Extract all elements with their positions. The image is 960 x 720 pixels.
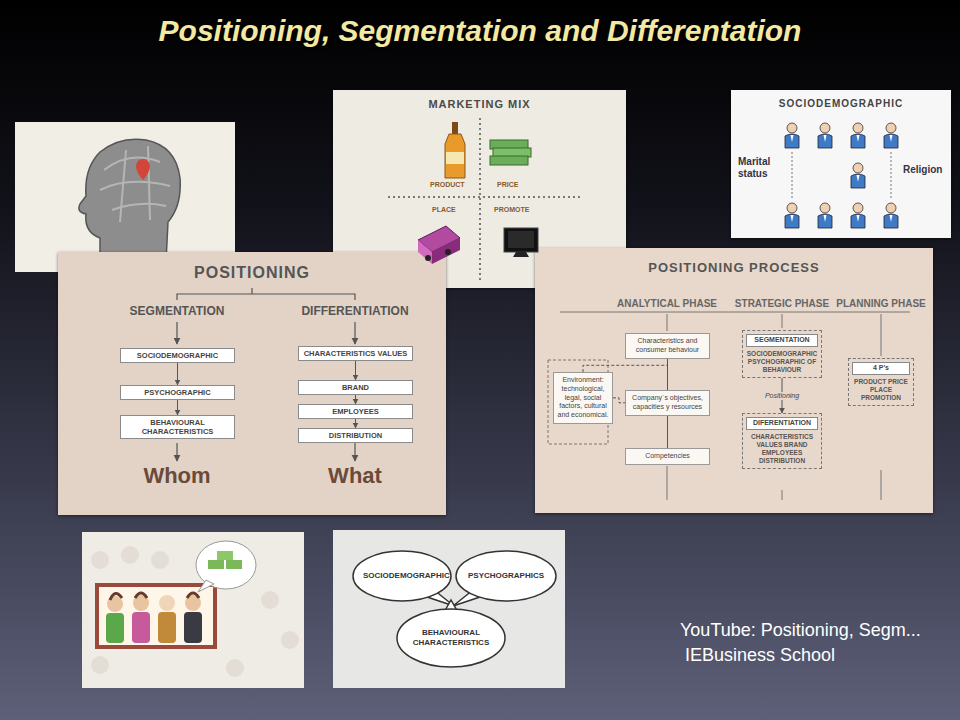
connector: [355, 361, 356, 380]
box-text: SOCIODEMOGRAPHIC: [124, 351, 231, 360]
text-label: PROMOTE: [494, 206, 529, 214]
panel-heading: SOCIODEMOGRAPHIC: [731, 90, 951, 109]
category-box: DISTRIBUTION: [298, 428, 413, 443]
map-pin: [136, 159, 150, 180]
speech-bubble: SOCIODEMOGRAPHIC: [352, 550, 452, 602]
box-text: Competencies: [629, 452, 706, 461]
connector: [782, 378, 783, 413]
panel-heading: MARKETING MIX: [333, 90, 626, 110]
category-box: BRAND: [298, 380, 413, 395]
phase-group-box: SEGMENTATION SOCIODEMOGRAPHIC PSYCHOGRAPH…: [742, 330, 822, 378]
process-box: Company´s objectives, capacities y resou…: [625, 390, 710, 416]
bottle-icon: [445, 122, 465, 178]
text-label: ANALYTICAL PHASE: [617, 298, 717, 310]
screenshot-panel: SOCIODEMOGRAPHIC: [731, 90, 951, 238]
process-box: Environment: technological, legal, socia…: [553, 372, 613, 424]
tv-icon: [504, 228, 538, 257]
connector: [667, 359, 668, 391]
speech-bubble: PSYCHOGRAPHICS: [455, 550, 557, 602]
process-guide-lines: [548, 312, 910, 500]
quadrant-lines: [388, 118, 580, 280]
category-box: BEHAVIOURAL CHARACTERISTICS: [120, 415, 235, 439]
bubble-ellipse: [397, 609, 505, 667]
process-box: Competencies: [625, 448, 710, 465]
blurred-crowd: [91, 546, 299, 677]
text-label: PLACE: [432, 206, 456, 214]
speech-bubble-money: [196, 541, 256, 592]
connector: [177, 400, 178, 415]
family-figures: [106, 593, 202, 643]
box-text: BEHAVIOURAL CHARACTERISTICS: [124, 418, 231, 436]
sociodemographic-people: [785, 123, 898, 228]
screenshot-panel: POSITIONING SOCIODEMOGRAPHIC PSYCHOGRAPHIC…: [58, 252, 446, 515]
connector: [583, 359, 668, 373]
group-body: CHARACTERISTICS VALUES BRAND EMPLOYEES D…: [746, 433, 818, 466]
group-body: PRODUCT PRICE PLACE PROMOTION: [852, 378, 910, 402]
category-box: SOCIODEMOGRAPHIC: [120, 348, 235, 363]
text-label: Marital status: [738, 156, 784, 179]
text-label: DIFFERENTIATION: [301, 305, 408, 319]
slide-title: Positioning, Segmentation and Differenta…: [0, 14, 960, 48]
head-silhouette: [79, 139, 180, 262]
box-text: Characteristics and consumer behaviour: [629, 337, 706, 355]
text-label: YouTube: Positioning, Segm...: [680, 620, 921, 641]
box-text: PSYCHOGRAPHIC: [124, 388, 231, 397]
process-box: Characteristics and consumer behaviour: [625, 333, 710, 359]
box-text: Company´s objectives, capacities y resou…: [629, 394, 706, 412]
connector-label: Positioning: [763, 392, 801, 400]
box-text: Environment: technological, legal, socia…: [557, 376, 609, 420]
grouping-lines: [792, 152, 891, 200]
panel-heading: POSITIONING PROCESS: [535, 248, 933, 275]
group-heading: 4 P's: [852, 362, 910, 375]
box-text: DISTRIBUTION: [302, 431, 409, 440]
group-heading: SEGMENTATION: [746, 334, 818, 347]
bubble-ellipse: [353, 551, 451, 601]
text-label: SEGMENTATION: [130, 305, 225, 319]
text-label: PLANNING PHASE: [836, 298, 925, 310]
screenshot-panel: POSITIONING PROCESS Characteristics and c…: [535, 248, 933, 513]
bubble-text: SOCIODEMOGRAPHIC: [363, 571, 441, 581]
group-heading: DIFERENTIATION: [746, 417, 818, 430]
head-illustration: [15, 122, 235, 272]
connector: [355, 419, 356, 428]
category-box: CHARACTERISTICS VALUES: [298, 346, 413, 361]
cash-icon: [490, 140, 531, 165]
speech-bubble: BEHAVIOURAL CHARACTERISTICS: [396, 608, 506, 668]
box-text: CHARACTERISTICS VALUES: [302, 349, 409, 358]
phase-group-box: 4 P'sPRODUCT PRICE PLACE PROMOTION: [848, 358, 914, 406]
text-label: STRATEGIC PHASE: [735, 298, 829, 310]
text-label: What: [328, 463, 382, 488]
screenshot-panel: [15, 122, 235, 272]
brain-map-lines: [100, 146, 170, 222]
text-label: PRICE: [497, 181, 518, 189]
panel-heading: POSITIONING: [58, 252, 446, 282]
screenshot-panel: [82, 532, 304, 688]
bubble-ellipse: [456, 551, 556, 601]
text-label: Whom: [143, 463, 210, 488]
people-illustration: [82, 532, 304, 688]
bubble-text: BEHAVIOURAL CHARACTERISTICS: [407, 628, 495, 647]
bubbles-screenshot-panel: [333, 530, 565, 688]
box-text: EMPLOYEES: [302, 407, 409, 416]
text-label: IEBusiness School: [685, 645, 835, 666]
truck-icon: [418, 226, 460, 264]
positioning-tree-lines: [177, 288, 355, 461]
category-box: PSYCHOGRAPHIC: [120, 385, 235, 400]
connector: [177, 363, 178, 385]
connector: [667, 416, 668, 449]
bubble-text: PSYCHOGRAPHICS: [468, 571, 544, 581]
text-label: PRODUCT: [430, 181, 465, 189]
category-box: EMPLOYEES: [298, 404, 413, 419]
phase-group-box: DIFERENTIATION CHARACTERISTICS VALUES BRA…: [742, 413, 822, 469]
marketing-mix-illustration: [388, 118, 580, 280]
connector: [355, 395, 356, 404]
text-label: Religion: [903, 164, 942, 176]
group-body: SOCIODEMOGRAPHIC PSYCHOGRAPHIC OF BEHAVI…: [746, 350, 818, 374]
frame: [97, 585, 215, 647]
connector: [613, 398, 625, 403]
box-text: BRAND: [302, 383, 409, 392]
